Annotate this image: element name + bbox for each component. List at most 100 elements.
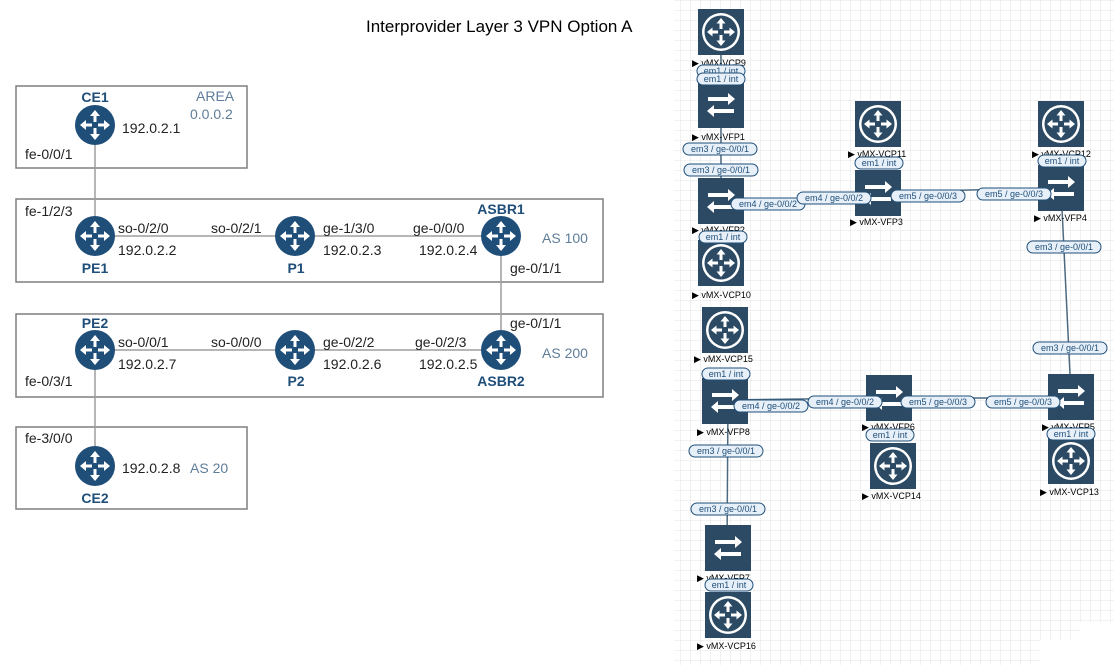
port-pill: em3 / ge-0/0/1 [690, 502, 766, 516]
node-icon-vcp16[interactable] [705, 592, 751, 638]
node-label-vfp4: ▶ vMX-VFP4 [1034, 213, 1087, 223]
node-icon-vcp9[interactable] [698, 9, 744, 55]
intf-pe2-so: so-0/0/1 [118, 334, 169, 350]
intf-asbr1-ge0: ge-0/0/0 [413, 220, 465, 236]
port-pill: em1 / int [698, 230, 748, 244]
as100-box [15, 198, 604, 283]
node-label-vcp14: ▶ vMX-VCP14 [862, 491, 921, 501]
svg-text:em3 / ge-0/0/1: em3 / ge-0/0/1 [697, 446, 755, 456]
node-icon-vcp14[interactable] [870, 443, 916, 489]
router-ip-asbr2: 192.0.2.5 [419, 356, 478, 372]
as200-label: AS 200 [542, 345, 588, 361]
port-pill: em5 / ge-0/0/3 [890, 189, 966, 203]
node-icon-vcp11[interactable] [855, 101, 901, 147]
node-icon-vfp1[interactable] [698, 82, 744, 128]
svg-text:em1 / int: em1 / int [704, 74, 739, 84]
router-icon-p1 [275, 216, 315, 256]
port-pill: em1 / int [1046, 427, 1096, 441]
router-icon-asbr1 [481, 216, 521, 256]
router-ip-pe2: 192.0.2.7 [118, 356, 177, 372]
node-label-vcp16: ▶ vMX-VCP16 [697, 641, 756, 651]
lab-link-vfp4-vfp5 [1060, 187, 1072, 396]
intf-pe1-fe: fe-1/2/3 [25, 203, 73, 219]
lab-grid-background [674, 0, 1114, 665]
node-label-vfp7: ▶ vMX-VFP7 [697, 573, 750, 583]
router-name-p1: P1 [287, 260, 304, 276]
router-ip-ce1: 192.0.2.1 [122, 120, 181, 136]
svg-text:em1 / int: em1 / int [709, 369, 744, 379]
as20-box [15, 426, 248, 510]
as100-label: AS 100 [542, 230, 588, 246]
intf-p2-ge: ge-0/2/2 [323, 334, 375, 350]
port-pill: em3 / ge-0/0/1 [688, 444, 764, 458]
port-pill: em3 / ge-0/0/1 [1032, 341, 1108, 355]
node-icon-vcp15[interactable] [702, 307, 748, 353]
router-ip-p1: 192.0.2.3 [323, 242, 382, 258]
area-value: 0.0.0.2 [190, 106, 233, 122]
port-pill: em3 / ge-0/0/1 [683, 163, 759, 177]
intf-pe2-fe: fe-0/3/1 [25, 373, 73, 389]
intf-asbr1-ge1: ge-0/1/1 [510, 260, 562, 276]
port-pill: em1 / int [854, 156, 904, 170]
lab-link-vfp8-vfp7 [726, 399, 729, 549]
intf-asbr2-ge: ge-0/2/3 [415, 334, 467, 350]
node-label-vcp12: ▶ vMX-VCP12 [1032, 149, 1091, 159]
node-label-vcp10: ▶ vMX-VCP10 [692, 290, 751, 300]
port-pill: em4 / ge-0/0/2 [796, 191, 872, 205]
node-label-vfp3: ▶ vMX-VFP3 [850, 217, 903, 227]
svg-text:em1 / int: em1 / int [712, 580, 747, 590]
node-icon-vfp7[interactable] [705, 525, 751, 571]
as20-label: AS 20 [190, 460, 228, 476]
svg-text:em5 / ge-0/0/3: em5 / ge-0/0/3 [909, 397, 967, 407]
as200-box [15, 313, 604, 398]
logical-topology: CE1 PE1 P1 ASBR1 ASBR2 P2 PE2 CE2 192.0.… [15, 85, 604, 510]
node-icon-vcp13[interactable] [1048, 438, 1094, 484]
port-pill: em1 / int [1037, 154, 1087, 168]
router-icon-ce2 [75, 446, 115, 486]
intf-asbr2-ge1: ge-0/1/1 [510, 315, 562, 331]
svg-text:em4 / ge-0/0/2: em4 / ge-0/0/2 [816, 397, 874, 407]
node-label-vfp1: ▶ vMX-VFP1 [692, 132, 745, 142]
svg-text:em5 / ge-0/0/3: em5 / ge-0/0/3 [994, 397, 1052, 407]
svg-text:em4 / ge-0/0/2: em4 / ge-0/0/2 [805, 193, 863, 203]
router-ip-pe1: 192.0.2.2 [118, 242, 177, 258]
node-label-vcp9: ▶ vMX-VCP9 [692, 58, 746, 68]
node-label-vfp8: ▶ vMX-VFP8 [697, 427, 750, 437]
router-name-asbr1: ASBR1 [477, 201, 525, 217]
port-pill: em4 / ge-0/0/2 [730, 197, 806, 211]
router-icon-ce1 [75, 105, 115, 145]
svg-text:em3 / ge-0/0/1: em3 / ge-0/0/1 [691, 144, 749, 154]
svg-text:em1 / int: em1 / int [1045, 156, 1080, 166]
svg-text:em5 / ge-0/0/3: em5 / ge-0/0/3 [985, 189, 1043, 199]
node-icon-vcp10[interactable] [698, 240, 744, 286]
node-icon-vcp12[interactable] [1038, 101, 1084, 147]
port-pill: em3 / ge-0/0/1 [682, 142, 758, 156]
router-name-pe2: PE2 [82, 315, 109, 331]
port-pill: em3 / ge-0/0/1 [1026, 240, 1102, 254]
svg-text:em1 / int: em1 / int [1054, 429, 1089, 439]
router-icon-p2 [275, 330, 315, 370]
router-icon-asbr2 [481, 330, 521, 370]
router-name-pe1: PE1 [82, 260, 109, 276]
svg-text:em4 / ge-0/0/2: em4 / ge-0/0/2 [739, 199, 797, 209]
router-ip-ce2: 192.0.2.8 [122, 460, 181, 476]
intf-p1-ge: ge-1/3/0 [323, 220, 375, 236]
svg-text:em5 / ge-0/0/3: em5 / ge-0/0/3 [899, 191, 957, 201]
port-pill: em1 / int [701, 367, 751, 381]
svg-text:em1 / int: em1 / int [873, 430, 908, 440]
port-pill: em4 / ge-0/0/2 [807, 395, 883, 409]
intf-pe1-so: so-0/2/0 [118, 220, 169, 236]
router-icon-pe2 [75, 330, 115, 370]
node-label-vcp15: ▶ vMX-VCP15 [694, 354, 753, 364]
area-label: AREA [196, 88, 235, 104]
ce1-area-box [15, 85, 248, 169]
router-ip-asbr1: 192.0.2.4 [419, 242, 478, 258]
port-pill: em1 / int [865, 428, 915, 442]
svg-text:em1 / int: em1 / int [862, 158, 897, 168]
lab-canvas: ▶ vMX-VCP9 ▶ vMX-VFP1 ▶ vMX-VFP2 ▶ vMX-V… [674, 0, 1114, 665]
router-name-p2: P2 [287, 373, 304, 389]
svg-text:em3 / ge-0/0/1: em3 / ge-0/0/1 [1035, 242, 1093, 252]
node-label-vfp6: ▶ vMX-VFP6 [862, 422, 915, 432]
svg-text:em1 / int: em1 / int [704, 66, 739, 76]
